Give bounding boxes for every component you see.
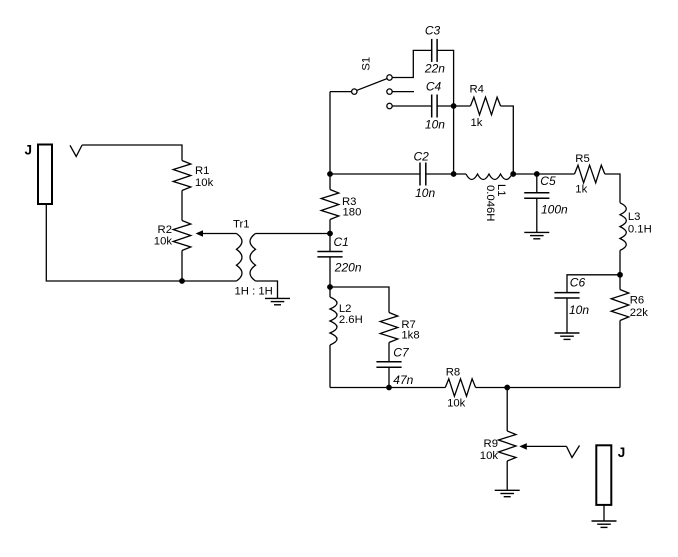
svg-text:R4: R4 [470, 84, 484, 96]
svg-text:10n: 10n [425, 117, 445, 131]
svg-text:C3: C3 [425, 24, 441, 38]
svg-text:R6: R6 [630, 295, 644, 307]
svg-text:1k8: 1k8 [401, 330, 419, 342]
svg-text:L1: L1 [495, 184, 507, 197]
svg-text:10k: 10k [195, 177, 214, 189]
svg-text:R5: R5 [575, 153, 589, 165]
svg-text:R7: R7 [401, 319, 415, 331]
svg-text:2.6H: 2.6H [339, 314, 363, 326]
svg-text:47n: 47n [393, 373, 413, 387]
svg-text:220n: 220n [334, 261, 362, 275]
svg-text:C7: C7 [393, 346, 410, 360]
svg-text:C1: C1 [334, 235, 349, 249]
svg-text:10k: 10k [480, 450, 499, 462]
svg-text:1k: 1k [575, 184, 587, 196]
svg-text:S1: S1 [360, 57, 372, 71]
svg-text:C5: C5 [540, 174, 556, 188]
svg-text:Tr1: Tr1 [233, 219, 250, 231]
svg-text:R3: R3 [342, 196, 356, 208]
svg-text:22n: 22n [424, 62, 445, 76]
svg-text:L2: L2 [339, 303, 352, 315]
svg-text:R9: R9 [484, 438, 498, 450]
svg-text:0.046H: 0.046H [484, 185, 496, 221]
svg-text:J: J [25, 143, 33, 158]
svg-text:R2: R2 [158, 224, 172, 236]
svg-text:C2: C2 [414, 150, 430, 164]
svg-text:C4: C4 [426, 80, 442, 94]
svg-text:0.1H: 0.1H [628, 224, 652, 236]
svg-text:1k: 1k [471, 117, 483, 129]
svg-text:10k: 10k [447, 398, 466, 410]
svg-text:1H : 1H: 1H : 1H [235, 286, 273, 298]
svg-text:10n: 10n [415, 186, 435, 200]
svg-text:10k: 10k [154, 236, 173, 248]
svg-text:10n: 10n [569, 303, 589, 317]
svg-text:180: 180 [343, 206, 362, 218]
svg-text:100n: 100n [541, 203, 568, 217]
svg-text:22k: 22k [630, 307, 649, 319]
svg-text:R8: R8 [446, 367, 460, 379]
svg-text:R1: R1 [195, 165, 209, 177]
svg-text:C6: C6 [570, 275, 586, 289]
svg-text:L3: L3 [628, 211, 641, 223]
svg-text:J: J [618, 445, 626, 460]
